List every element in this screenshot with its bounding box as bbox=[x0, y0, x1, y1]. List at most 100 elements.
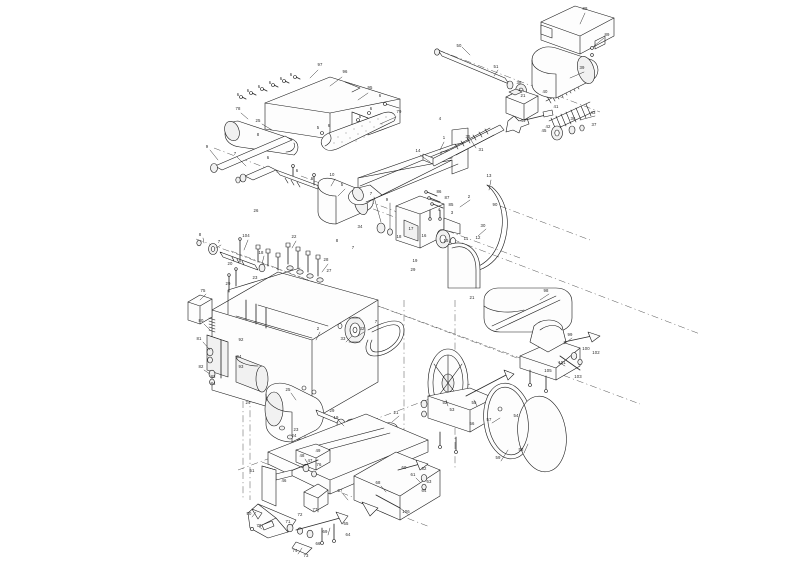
upper-bracket bbox=[505, 88, 539, 121]
callout-number: 52 bbox=[443, 400, 448, 405]
callout-number: 5 bbox=[341, 182, 344, 187]
callout-number: 54 bbox=[514, 413, 519, 418]
callout-number: 6 bbox=[269, 80, 272, 85]
callout-number: 46 bbox=[282, 478, 287, 483]
callout-number: 6 bbox=[237, 92, 240, 97]
callout-number: 28 bbox=[324, 257, 329, 262]
callout-number: 13 bbox=[487, 173, 492, 178]
callout-number: 8 bbox=[257, 132, 260, 137]
callout-number: 40 bbox=[543, 89, 548, 94]
callout-number: 4 bbox=[438, 207, 441, 212]
callout-number: 83 bbox=[211, 374, 216, 379]
callout-number: 49 bbox=[316, 448, 321, 453]
callout-number: 6 bbox=[247, 88, 250, 93]
drive-pulley-and-belt bbox=[337, 316, 405, 357]
callout-number: 6 bbox=[328, 123, 331, 128]
abrasive-belt bbox=[320, 111, 396, 151]
dust-chute bbox=[224, 120, 299, 156]
callout-number: 21 bbox=[394, 410, 399, 415]
callout-number: 32 bbox=[360, 326, 365, 331]
callout-number: 59 bbox=[496, 455, 501, 460]
callout-number: 77 bbox=[313, 507, 318, 512]
callout-number: 7 bbox=[352, 245, 355, 250]
callout-number: 97 bbox=[318, 62, 323, 67]
callout-number: 50 bbox=[457, 43, 462, 48]
callout-number: 26 bbox=[254, 208, 259, 213]
callout-number: 72 bbox=[298, 512, 303, 517]
front-trunnion-bracket bbox=[353, 451, 441, 521]
callout-number: 84 bbox=[211, 381, 216, 386]
callout-number: 6 bbox=[267, 155, 270, 160]
callout-number: 22 bbox=[292, 234, 297, 239]
callout-number: 19 bbox=[334, 415, 339, 420]
callout-number: 21 bbox=[521, 93, 526, 98]
callout-number: 94 bbox=[237, 354, 242, 359]
callout-number: 7 bbox=[218, 239, 221, 244]
callout-number: 85 bbox=[449, 202, 454, 207]
callout-number: 30 bbox=[481, 223, 486, 228]
callout-number: 7 bbox=[234, 151, 237, 156]
callout-number: 6 bbox=[311, 176, 314, 181]
callout-number: 41 bbox=[554, 104, 559, 109]
callout-number: 104 bbox=[242, 233, 250, 238]
callout-number: 67 bbox=[338, 488, 343, 493]
callout-number: 8 bbox=[336, 238, 339, 243]
callout-number: 71 bbox=[286, 519, 291, 524]
callout-number: 14 bbox=[416, 148, 421, 153]
callout-number: 6 bbox=[379, 93, 382, 98]
callout-number: 25 bbox=[286, 387, 291, 392]
callout-number: 19 bbox=[413, 258, 418, 263]
support-bar-left bbox=[210, 135, 293, 173]
callout-number: 75 bbox=[201, 288, 206, 293]
callout-number: 106 bbox=[402, 509, 410, 514]
callout-number: 47 bbox=[308, 458, 313, 463]
callout-number: 6 bbox=[296, 168, 299, 173]
callout-number: 64 bbox=[346, 532, 351, 537]
callout-number: 24 bbox=[292, 433, 297, 438]
belt-sander-arm bbox=[348, 127, 469, 206]
callout-number: 51 bbox=[250, 468, 255, 473]
miter-gauge bbox=[275, 443, 331, 481]
callout-number: 10 bbox=[330, 172, 335, 177]
callout-number: 21 bbox=[470, 295, 475, 300]
callout-number: 70 bbox=[257, 523, 262, 528]
callout-number: 9 bbox=[386, 197, 389, 202]
callout-number: 86 bbox=[437, 189, 442, 194]
callout-number: 76 bbox=[317, 462, 322, 467]
callout-number: 98 bbox=[544, 288, 549, 293]
spoked-drive-wheel bbox=[420, 348, 515, 454]
callout-number: 27 bbox=[327, 268, 332, 273]
callout-number: 58 bbox=[519, 447, 524, 452]
callout-number: 74 bbox=[293, 548, 298, 553]
callout-number: 89 bbox=[605, 32, 610, 37]
callout-number: 102 bbox=[592, 350, 600, 355]
callout-number: 63 bbox=[427, 479, 432, 484]
callout-number: 8 bbox=[199, 232, 202, 237]
housing-fastener-set bbox=[245, 242, 324, 329]
callout-number: 33 bbox=[341, 336, 346, 341]
callout-number: 20 bbox=[228, 261, 233, 266]
callout-number: 6 bbox=[258, 84, 261, 89]
callout-number: 12 bbox=[476, 235, 481, 240]
callout-number-layer: 9796666666956666578258799766610579261418… bbox=[197, 6, 610, 558]
callout-number: 6 bbox=[359, 114, 362, 119]
callout-number: 2 bbox=[468, 194, 471, 199]
callout-number: 37 bbox=[592, 122, 597, 127]
callout-number: 39 bbox=[580, 65, 585, 70]
lower-fastener-train bbox=[261, 483, 349, 555]
callout-number: 11 bbox=[464, 236, 469, 241]
callout-number: 68 bbox=[376, 480, 381, 485]
callout-number: 7 bbox=[375, 319, 378, 324]
callout-number: 23 bbox=[294, 427, 299, 432]
callout-number: 29 bbox=[411, 267, 416, 272]
tension-bearing-block bbox=[395, 190, 461, 249]
callout-number: 1 bbox=[443, 135, 446, 140]
callout-number: 93 bbox=[239, 364, 244, 369]
callout-number: 3 bbox=[451, 210, 454, 215]
tension-spring-lower bbox=[548, 101, 596, 141]
callout-number: 42 bbox=[546, 124, 551, 129]
callout-number: 95 bbox=[368, 85, 373, 90]
callout-number: 38 bbox=[517, 80, 522, 85]
